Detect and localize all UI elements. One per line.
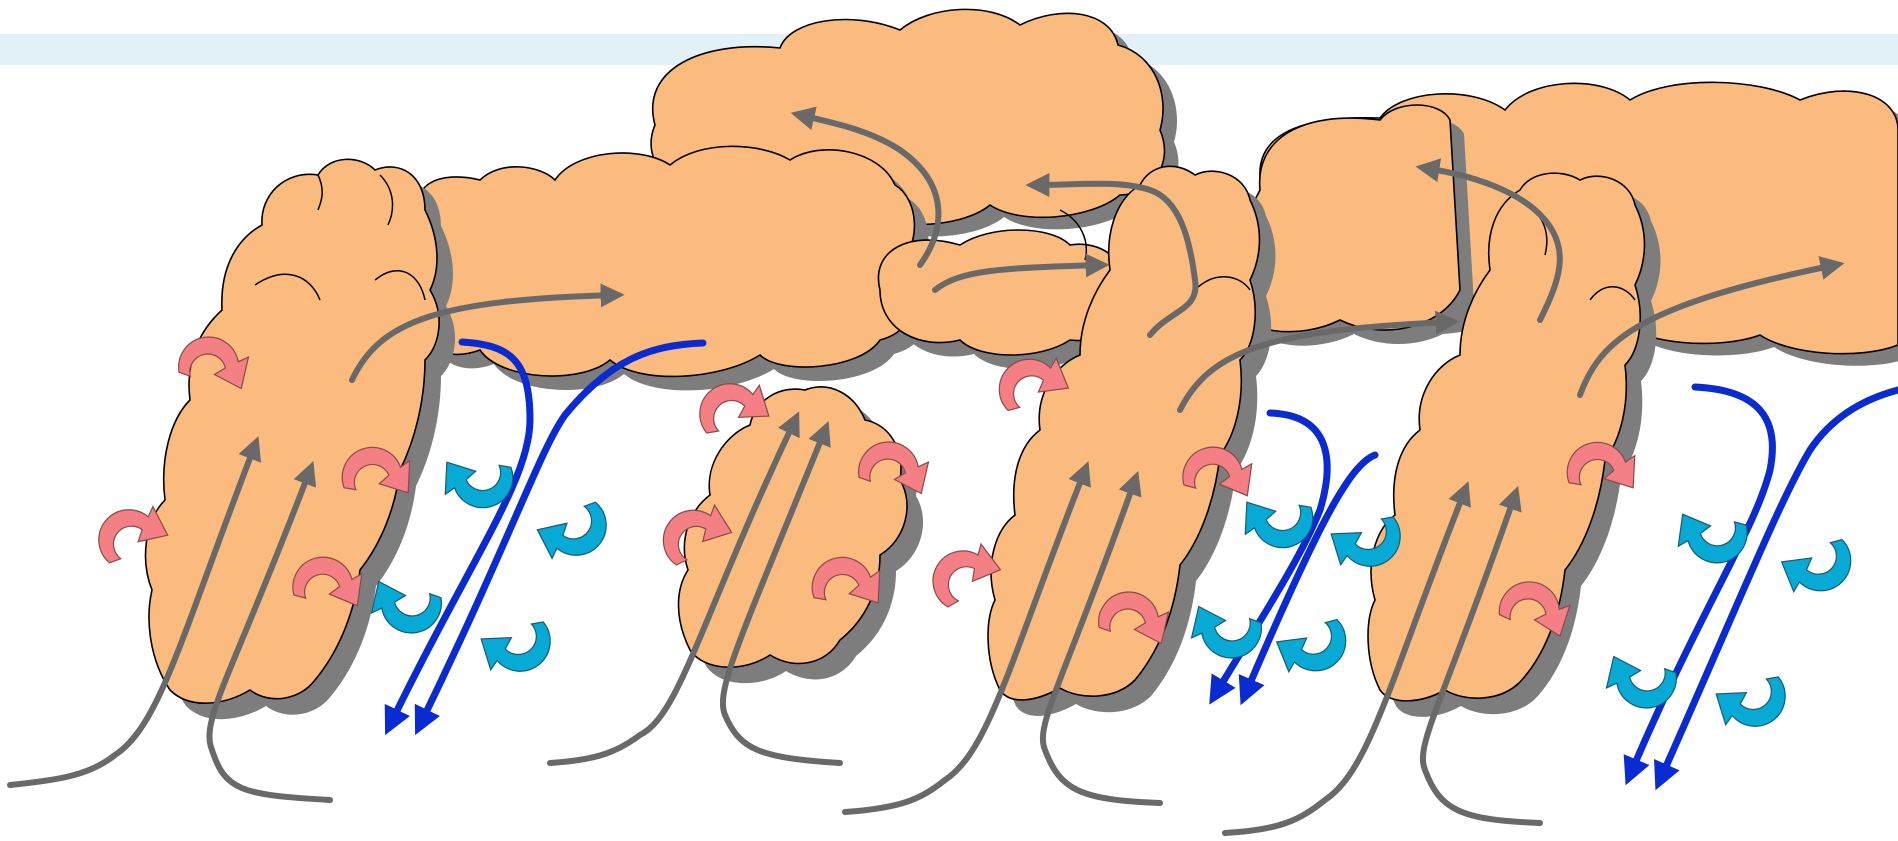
cool-eddy-arrow-icon	[1780, 538, 1857, 599]
cool-eddy-arc	[1600, 651, 1679, 717]
cloud-tower-1	[146, 159, 456, 719]
cool-eddy-arrow-icon	[1275, 618, 1352, 679]
cool-eddy-arc	[1673, 508, 1750, 569]
cool-eddy-arrow-icon	[1185, 601, 1264, 667]
cool-eddy-arc	[1275, 618, 1352, 679]
warm-eddy-arrow-icon	[922, 536, 1003, 609]
cool-eddy-arc	[535, 501, 614, 567]
cloud-anvil-left	[408, 146, 929, 390]
cool-eddy-arc	[480, 621, 555, 677]
cool-eddy-arrow-icon	[480, 621, 555, 677]
cool-eddy-arrow-icon	[365, 576, 444, 642]
cool-eddy-arrow-icon	[1600, 651, 1679, 717]
cool-eddy-arc	[1780, 538, 1857, 599]
cool-eddy-arc	[365, 576, 444, 642]
cool-eddy-arrow-icon	[1715, 676, 1790, 732]
warm-eddy-arc	[922, 536, 1003, 609]
cool-eddy-arrow-icon	[1673, 508, 1750, 569]
cool-eddy-arrow-icon	[535, 501, 614, 567]
cool-eddy-arc	[1185, 601, 1264, 667]
cool-eddy-arc	[1715, 676, 1790, 732]
